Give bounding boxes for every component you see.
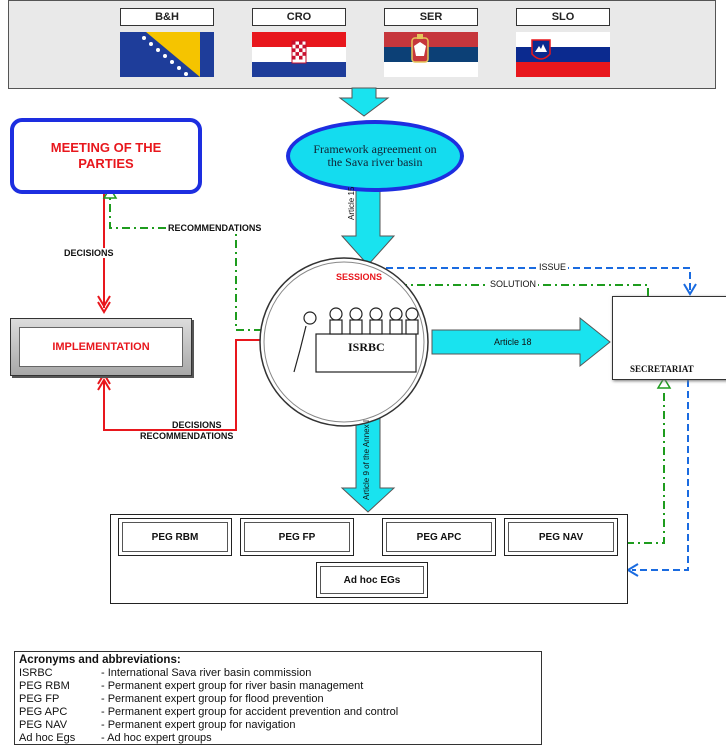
flag-slo-icon <box>516 32 610 77</box>
arrow-article15 <box>340 185 396 266</box>
country-label-cro: CRO <box>252 8 346 26</box>
sessions-label: SESSIONS <box>336 272 383 282</box>
flag-ser-icon <box>384 32 478 77</box>
isrbc-label: ISRBC <box>348 340 385 354</box>
framework-agreement-ellipse: Framework agreement on the Sava river ba… <box>286 120 464 192</box>
legend-row: Ad hoc Egs- Ad hoc expert groups <box>19 732 212 744</box>
peg-nav-box: PEG NAV <box>504 518 618 556</box>
flag-bih-icon <box>120 32 214 77</box>
article9-label: Article 9 of the Annex I <box>362 419 371 500</box>
recommendations-top-connector <box>109 198 262 331</box>
article15-label: Article 15 <box>347 186 356 220</box>
solution-label: SOLUTION <box>488 279 539 289</box>
secretariat-peg-blue-connector <box>632 380 689 571</box>
commission-people-icon <box>293 307 419 373</box>
issue-connector <box>364 267 691 290</box>
peg-apc-box: PEG APC <box>382 518 496 556</box>
legend-title: Acronyms and abbreviations: <box>19 654 181 666</box>
legend-row: PEG NAV- Permanent expert group for navi… <box>19 719 296 731</box>
decisions-top-label: DECISIONS <box>64 248 114 258</box>
country-label-bih: B&H <box>120 8 214 26</box>
legend-row: PEG RBM- Permanent expert group for rive… <box>19 680 364 692</box>
country-label-ser: SER <box>384 8 478 26</box>
peg-rbm-box: PEG RBM <box>118 518 232 556</box>
flag-cro-icon <box>252 32 346 77</box>
article18-label: Article 18 <box>494 337 532 347</box>
framework-agreement-label: Framework agreement on the Sava river ba… <box>313 142 437 169</box>
solution-connector <box>384 284 649 296</box>
recommendations-top-label: RECOMMENDATIONS <box>168 223 262 233</box>
legend-row: PEG FP- Permanent expert group for flood… <box>19 693 324 705</box>
decisions-bottom-label: DECISIONS <box>172 420 222 430</box>
issue-label: ISSUE <box>537 262 569 272</box>
legend-row: ISRBC- International Sava river basin co… <box>19 667 312 679</box>
implementation-box: IMPLEMENTATION <box>10 318 192 376</box>
country-label-slo: SLO <box>516 8 610 26</box>
secretariat-box <box>612 296 726 380</box>
arrow-banner-to-framework <box>338 87 390 117</box>
peg-fp-box: PEG FP <box>240 518 354 556</box>
secretariat-label: SECRETARIAT <box>630 364 694 374</box>
adhoc-egs-box: Ad hoc EGs <box>316 562 428 598</box>
arrow-article9 <box>340 411 396 513</box>
meeting-of-the-parties-label: MEETING OF THE PARTIES <box>50 140 162 171</box>
implementation-label: IMPLEMENTATION <box>52 341 150 353</box>
arrow-article18 <box>431 316 611 368</box>
recommendations-bottom-label: RECOMMENDATIONS <box>140 431 234 441</box>
legend-row: PEG APC- Permanent expert group for acci… <box>19 706 399 718</box>
acronyms-legend: Acronyms and abbreviations: ISRBC- Inter… <box>14 651 542 745</box>
meeting-of-the-parties-box: MEETING OF THE PARTIES <box>10 118 202 194</box>
secretariat-peg-green-connector <box>626 390 665 544</box>
